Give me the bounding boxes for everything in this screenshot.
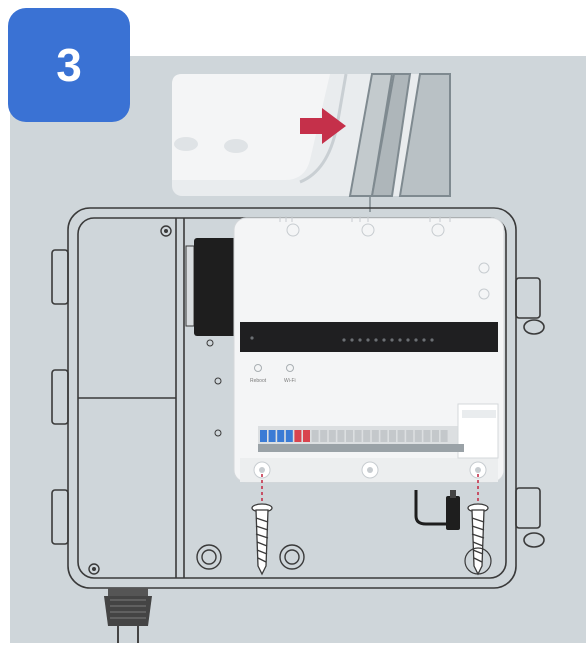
terminal-slot [277,430,284,442]
terminal-slot [423,430,430,442]
terminal-slot [432,430,439,442]
status-led [390,338,393,341]
terminal-slot [312,430,319,442]
status-led [382,338,385,341]
terminal-slot [406,430,413,442]
status-led [430,338,433,341]
terminal-slot [355,430,362,442]
terminal-slot [303,430,310,442]
terminal-slot [389,430,396,442]
status-led [350,338,353,341]
terminal-slot [294,430,301,442]
terminal-slot [320,430,327,442]
terminal-screw-strip [258,444,464,452]
power-led [250,336,253,339]
terminal-slot [380,430,387,442]
terminal-slot [286,430,293,442]
status-led [342,338,345,341]
status-led [358,338,361,341]
terminal-slot [441,430,448,442]
status-led [406,338,409,341]
controller: Reboot Wi-Fi [234,216,504,482]
terminal-slot [346,430,353,442]
inset-foot-left [174,137,198,151]
status-led [366,338,369,341]
led-display-band [240,322,498,352]
status-led [422,338,425,341]
terminal-slot [337,430,344,442]
terminal-slot [415,430,422,442]
terminal-slot [269,430,276,442]
wifi-label: Wi-Fi [284,378,296,384]
terminal-slot [372,430,379,442]
status-led [414,338,417,341]
inset-foot-right [224,139,248,153]
status-led [374,338,377,341]
step-number-badge: 3 [8,8,130,122]
transformer [186,238,238,336]
reboot-label: Reboot [250,378,267,384]
terminal-slot [329,430,336,442]
zoom-inset [172,74,450,212]
terminal-slot [398,430,405,442]
terminal-slot [260,430,267,442]
terminal-slot [363,430,370,442]
status-led [398,338,401,341]
